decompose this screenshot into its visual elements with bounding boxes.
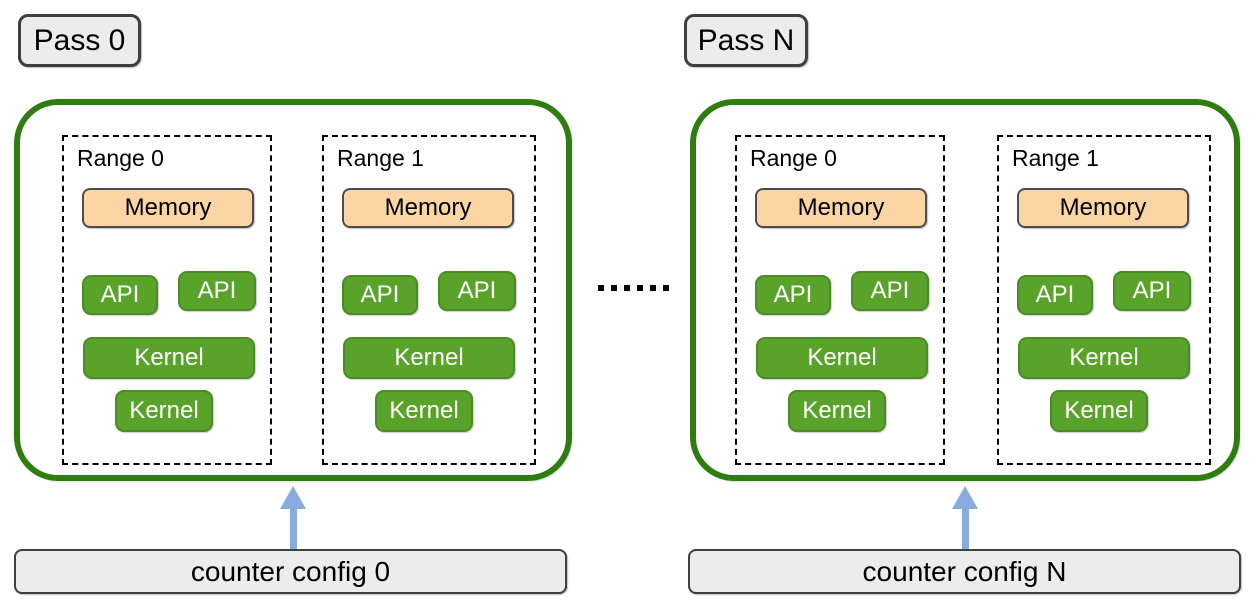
kernel-box: Kernel xyxy=(1018,337,1190,379)
range-box: Range 0 Memory API API Kernel Kernel xyxy=(735,135,945,465)
range-label: Range 1 xyxy=(337,145,424,171)
api-box: API xyxy=(1113,271,1191,311)
kernel-box: Kernel xyxy=(756,337,928,379)
range-box: Range 0 Memory API API Kernel Kernel xyxy=(62,135,272,465)
ellipsis-dot xyxy=(598,285,604,291)
api-label: API xyxy=(773,281,813,308)
kernel-label: Kernel xyxy=(1069,344,1139,371)
kernel-box: Kernel xyxy=(375,390,473,432)
arrow-shaft xyxy=(289,507,297,549)
memory-box: Memory xyxy=(1017,188,1189,228)
counter-config-n: counter config N xyxy=(688,549,1241,594)
api-label: API xyxy=(1132,277,1172,304)
ellipsis-dot xyxy=(663,285,669,291)
api-box: API xyxy=(755,275,831,315)
api-box: API xyxy=(851,271,929,311)
kernel-box: Kernel xyxy=(115,390,213,432)
pass-n-label: Pass N xyxy=(684,14,808,67)
counter-config-0-text: counter config 0 xyxy=(190,555,391,587)
range-box: Range 1 Memory API API Kernel Kernel xyxy=(322,135,536,465)
api-box: API xyxy=(1017,275,1093,315)
kernel-box: Kernel xyxy=(1050,390,1148,432)
api-label: API xyxy=(870,277,910,304)
memory-box: Memory xyxy=(82,188,254,228)
up-arrow xyxy=(952,486,978,549)
pass-0-label: Pass 0 xyxy=(18,14,141,67)
range-label: Range 0 xyxy=(77,145,164,171)
api-box: API xyxy=(178,271,256,311)
api-label: API xyxy=(100,281,140,308)
pass-n-container: Range 0 Memory API API Kernel Kernel Ran… xyxy=(690,99,1240,481)
counter-config-0: counter config 0 xyxy=(14,549,567,594)
arrow-shaft xyxy=(961,507,969,549)
arrow-head-icon xyxy=(952,486,978,509)
range-box: Range 1 Memory API API Kernel Kernel xyxy=(997,135,1211,465)
ellipsis-dot xyxy=(637,285,643,291)
arrow-head-icon xyxy=(280,486,306,509)
range-label: Range 1 xyxy=(1012,145,1099,171)
api-label: API xyxy=(360,281,400,308)
memory-box: Memory xyxy=(342,188,514,228)
up-arrow xyxy=(280,486,306,549)
kernel-label: Kernel xyxy=(389,397,459,424)
api-label: API xyxy=(197,277,237,304)
counter-config-n-text: counter config N xyxy=(862,555,1067,587)
ellipsis-dots xyxy=(598,285,669,291)
pass-0-container: Range 0 Memory API API Kernel Kernel Ran… xyxy=(14,99,572,481)
api-label: API xyxy=(1035,281,1075,308)
ellipsis-dot xyxy=(650,285,656,291)
api-box: API xyxy=(82,275,158,315)
memory-label: Memory xyxy=(797,194,885,221)
memory-box: Memory xyxy=(755,188,927,228)
kernel-label: Kernel xyxy=(134,344,204,371)
range-label: Range 0 xyxy=(750,145,837,171)
memory-label: Memory xyxy=(384,194,472,221)
ellipsis-dot xyxy=(624,285,630,291)
memory-label: Memory xyxy=(124,194,212,221)
kernel-label: Kernel xyxy=(394,344,464,371)
pass-0-label-text: Pass 0 xyxy=(33,23,126,57)
kernel-box: Kernel xyxy=(83,337,255,379)
api-box: API xyxy=(342,275,418,315)
ellipsis-dot xyxy=(611,285,617,291)
kernel-label: Kernel xyxy=(1064,397,1134,424)
kernel-label: Kernel xyxy=(802,397,872,424)
kernel-box: Kernel xyxy=(788,390,886,432)
kernel-label: Kernel xyxy=(129,397,199,424)
pass-n-label-text: Pass N xyxy=(697,23,795,57)
kernel-box: Kernel xyxy=(343,337,515,379)
api-label: API xyxy=(457,277,497,304)
kernel-label: Kernel xyxy=(807,344,877,371)
memory-label: Memory xyxy=(1059,194,1147,221)
api-box: API xyxy=(438,271,516,311)
